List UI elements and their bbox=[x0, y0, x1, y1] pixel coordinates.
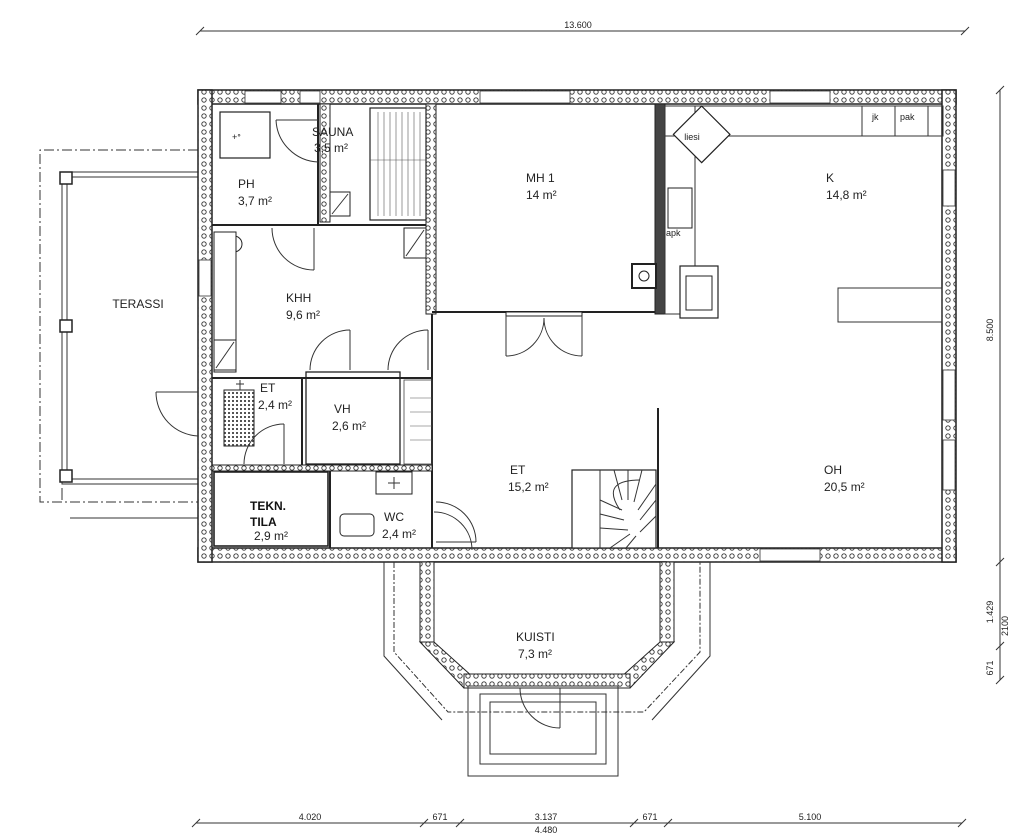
bottom-dimension-2: 671 bbox=[432, 812, 447, 822]
kitchen-fixtures: liesi jk pak apk bbox=[631, 105, 944, 323]
khh-fixtures bbox=[213, 227, 429, 373]
shower-icon: +ᐤ bbox=[232, 132, 241, 142]
post-bl bbox=[59, 469, 73, 483]
et-small-fixtures bbox=[155, 380, 285, 465]
room-oh-name: OH bbox=[824, 463, 842, 477]
room-et-main-name: ET bbox=[510, 463, 526, 477]
vh-shelf bbox=[403, 379, 433, 465]
room-ph-area: 3,7 m² bbox=[238, 194, 272, 208]
terrace: TERASSI bbox=[39, 149, 199, 519]
top-dimension-label: 13.600 bbox=[564, 20, 592, 30]
post-ml bbox=[59, 319, 73, 333]
room-et-small-area: 2,4 m² bbox=[258, 398, 292, 412]
room-tekn-name-2: TILA bbox=[250, 515, 277, 529]
fixture-pak: pak bbox=[900, 112, 915, 122]
room-vh-name: VH bbox=[334, 402, 351, 416]
tekn-tila-box bbox=[213, 471, 329, 547]
room-khh-name: KHH bbox=[286, 291, 311, 305]
right-dimension-total: 8.500 bbox=[985, 319, 995, 342]
liesi-box bbox=[672, 105, 731, 164]
top-dimension: 13.600 bbox=[195, 20, 970, 36]
wc-fixtures bbox=[339, 471, 477, 543]
staircase bbox=[571, 469, 657, 549]
bottom-dimension-4: 671 bbox=[642, 812, 657, 822]
room-oh-area: 20,5 m² bbox=[824, 480, 865, 494]
room-vh-area: 2,6 m² bbox=[332, 419, 366, 433]
fixture-jk: jk bbox=[871, 112, 879, 122]
fixture-apk: apk bbox=[666, 228, 681, 238]
room-kuisti-name: KUISTI bbox=[516, 630, 555, 644]
right-dimension-combined: 2100 bbox=[1000, 616, 1010, 636]
room-et-small-name: ET bbox=[260, 381, 276, 395]
mh1-door bbox=[505, 311, 583, 357]
room-sauna-name: SAUNA bbox=[312, 125, 353, 139]
toilet-icon bbox=[339, 513, 375, 537]
vh-closet bbox=[305, 371, 401, 465]
hatched-cabinet bbox=[223, 389, 255, 447]
bottom-dimension-center: 4.480 bbox=[535, 825, 558, 835]
room-k-name: K bbox=[826, 171, 834, 185]
room-wc-name: WC bbox=[384, 510, 404, 524]
room-khh-area: 9,6 m² bbox=[286, 308, 320, 322]
bottom-dimension-1: 4.020 bbox=[299, 812, 322, 822]
kitchen-island bbox=[837, 287, 943, 323]
bottom-dimension-5: 5.100 bbox=[799, 812, 822, 822]
sauna-benches bbox=[329, 112, 426, 217]
fixture-liesi: liesi bbox=[684, 132, 700, 142]
room-tekn-area: 2,9 m² bbox=[254, 529, 288, 543]
room-ph-name: PH bbox=[238, 177, 255, 191]
room-terassi-name: TERASSI bbox=[112, 297, 163, 311]
chimney bbox=[631, 263, 657, 289]
kitchen-sink bbox=[667, 187, 693, 229]
bottom-dimension: 4.020 671 3.137 671 5.100 4.480 bbox=[191, 812, 967, 835]
room-mh1-name: MH 1 bbox=[526, 171, 555, 185]
interior-walls bbox=[211, 103, 666, 548]
right-dimension-lower: 671 bbox=[985, 660, 995, 675]
room-kuisti-area: 7,3 m² bbox=[518, 647, 552, 661]
porch bbox=[383, 561, 711, 777]
bottom-dimension-3: 3.137 bbox=[535, 812, 558, 822]
room-sauna-area: 3,5 m² bbox=[314, 141, 348, 155]
room-labels: SAUNA 3,5 m² PH 3,7 m² MH 1 14 m² K 14,8… bbox=[238, 125, 867, 661]
room-tekn-name-1: TEKN. bbox=[250, 499, 286, 513]
room-k-area: 14,8 m² bbox=[826, 188, 867, 202]
right-dimension-upper: 1.429 bbox=[985, 601, 995, 624]
right-dimension: 8.500 1.429 671 2100 bbox=[985, 85, 1010, 685]
post-tl bbox=[59, 171, 73, 185]
room-mh1-area: 14 m² bbox=[526, 188, 557, 202]
room-et-main-area: 15,2 m² bbox=[508, 480, 549, 494]
room-wc-area: 2,4 m² bbox=[382, 527, 416, 541]
sauna-door bbox=[275, 119, 319, 163]
